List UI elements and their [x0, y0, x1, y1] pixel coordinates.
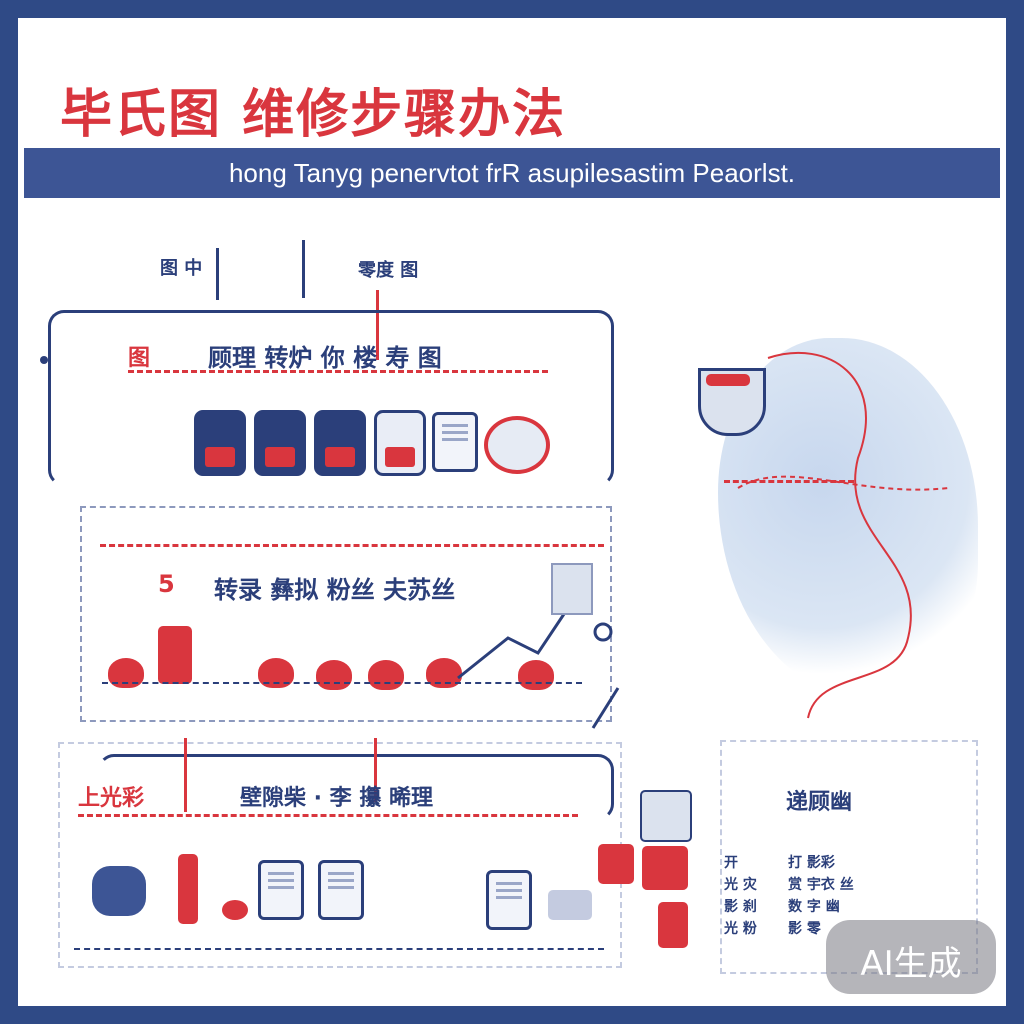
document-icon	[318, 860, 364, 920]
sidebar-title: 递顾幽	[786, 790, 853, 815]
infographic-canvas: 毕氏图 维修步骤办法 hong Tanyg penervtot frR asup…	[18, 18, 1006, 1006]
flower-icon	[368, 660, 404, 690]
connector-line	[184, 738, 187, 812]
sidebar-row-left: 影 刹	[724, 899, 757, 915]
panel-1-label: 顾理 转炉 你 楼 寿 图	[208, 344, 442, 372]
red-square-icon	[658, 902, 688, 948]
document-icon	[432, 412, 478, 472]
connector-line	[376, 290, 379, 360]
map-divider	[724, 480, 854, 483]
box-icon	[548, 890, 592, 920]
connector-line	[374, 738, 377, 802]
small-part-icon	[222, 900, 248, 920]
top-label-1: 图 中	[160, 258, 203, 279]
ai-generated-badge: AI生成	[826, 920, 996, 994]
panel-3-frame	[98, 754, 614, 820]
divider-dashed	[100, 544, 604, 547]
bullet-dot	[40, 356, 48, 364]
panel-2-label: 转录 彝拟 粉丝 夫苏丝	[214, 576, 456, 604]
sidebar-row-right: 打 影彩	[788, 855, 835, 871]
device-icon	[194, 410, 246, 476]
ai-generated-label: AI生成	[860, 944, 962, 984]
arrow-graph-icon	[457, 563, 620, 729]
panel-2-frame	[80, 506, 612, 722]
panel-2-prefix: 5	[158, 570, 175, 598]
red-square-icon	[598, 844, 634, 884]
device-icon	[254, 410, 306, 476]
panel-1-frame	[48, 310, 614, 486]
device-icon	[314, 410, 366, 476]
panel-3-outline	[58, 742, 622, 968]
connector-line	[302, 240, 305, 298]
flower-icon	[316, 660, 352, 690]
document-icon	[486, 870, 532, 930]
top-label-2: 零度 图	[358, 260, 419, 281]
sidebar-row-left: 光 灾	[724, 877, 757, 893]
title-bar: 毕氏图 维修步骤办法	[24, 26, 1000, 156]
sidebar-row-left: 开	[724, 855, 738, 871]
red-square-icon	[642, 846, 688, 890]
divider-dashed	[74, 948, 604, 950]
sidebar-row-right: 赏 宇衣 丝	[788, 877, 854, 893]
shield-band	[706, 374, 750, 386]
page-title: 毕氏图 维修步骤办法	[60, 85, 567, 145]
divider-dashed	[102, 682, 582, 684]
cylinder-icon	[484, 416, 550, 474]
tool-icon	[178, 854, 198, 924]
device-icon	[374, 410, 426, 476]
extinguisher-icon	[158, 626, 192, 684]
panel-3-left-label: 上光彩	[78, 786, 145, 811]
sidebar-row-left: 光 粉	[724, 921, 757, 937]
divider-dashed	[128, 370, 548, 373]
panel-3-label: 壁隙柴 · 李 攥 晞理	[240, 786, 433, 811]
subtitle-bar: hong Tanyg penervtot frR asupilesastim P…	[24, 148, 1000, 198]
panel-1-left-label: 图	[128, 346, 151, 371]
flower-icon	[518, 660, 554, 690]
page-subtitle: hong Tanyg penervtot frR asupilesastim P…	[228, 158, 796, 188]
sidebar-row-right: 数 字 幽	[788, 899, 840, 915]
document-icon	[258, 860, 304, 920]
divider-dashed	[78, 814, 578, 817]
connector-line	[216, 248, 219, 300]
screen-icon	[640, 790, 692, 842]
sidebar-row-right: 影 零	[788, 921, 821, 937]
person-icon	[92, 866, 146, 916]
